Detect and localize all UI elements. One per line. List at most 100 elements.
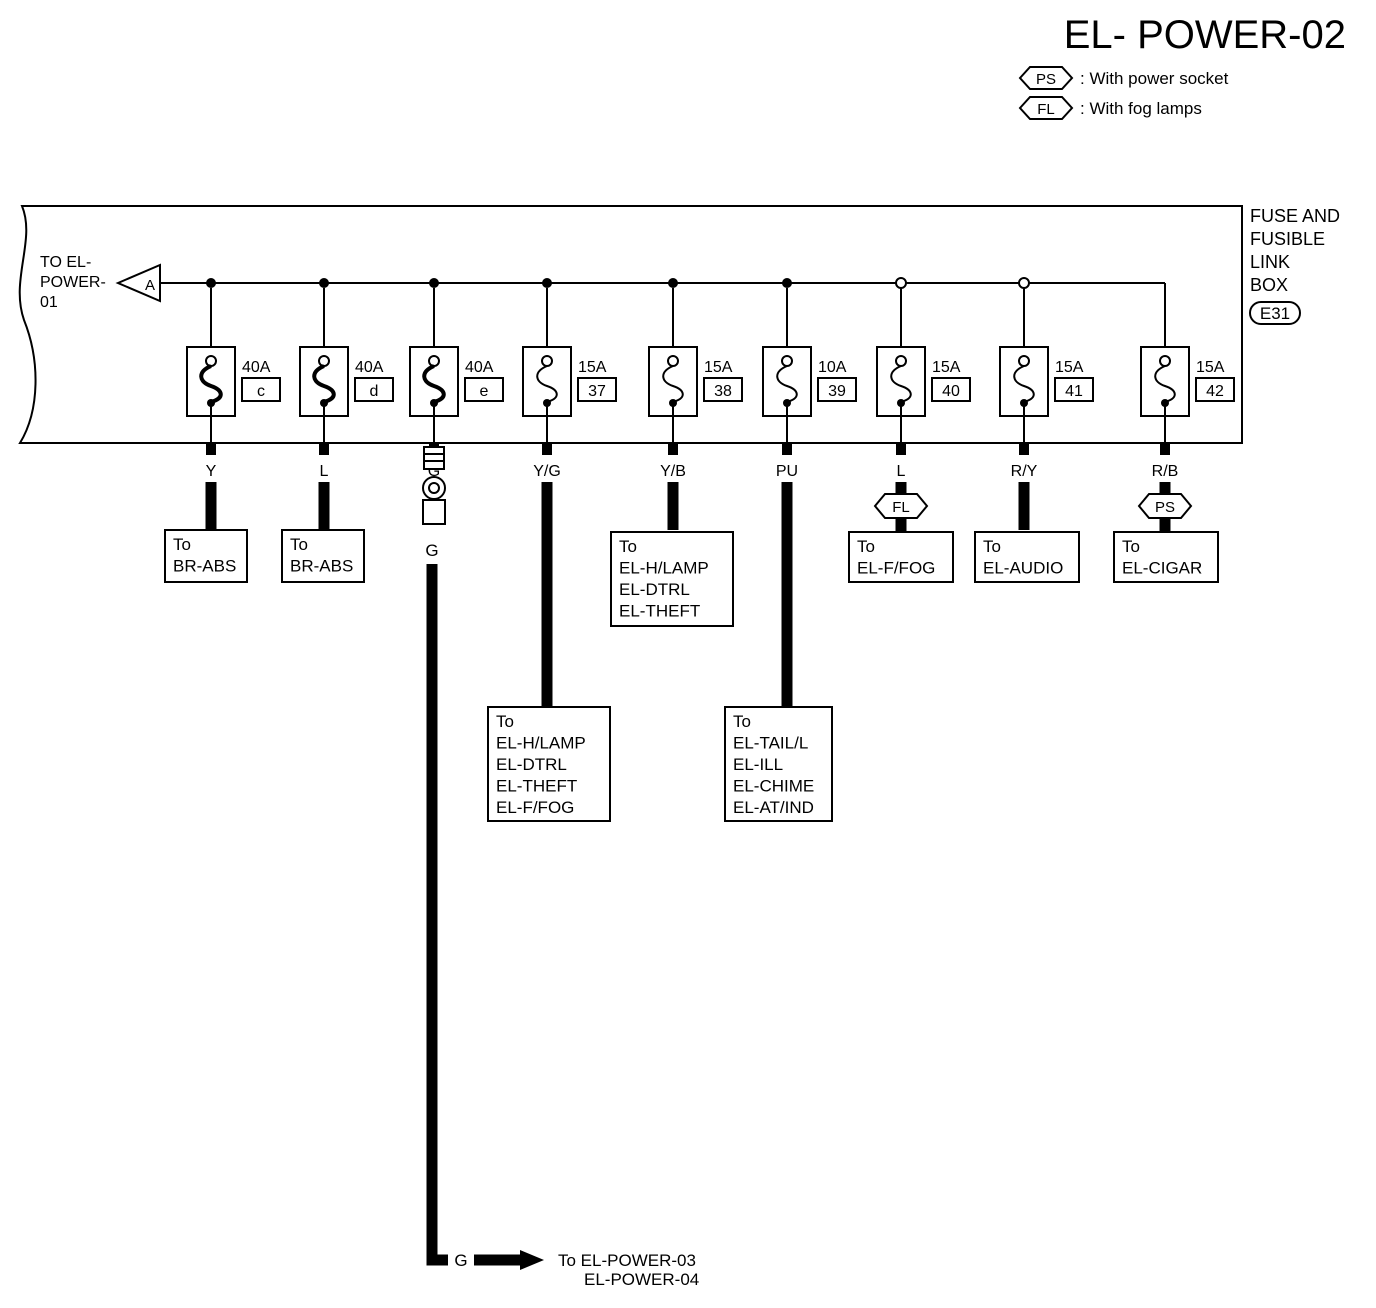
junction-dot: [782, 278, 792, 288]
legend-fl-code: FL: [1037, 101, 1055, 118]
destination-name: EL-THEFT: [496, 777, 577, 796]
fuse-element-icon: [1013, 365, 1035, 403]
fuse-id: d: [370, 383, 379, 400]
fuse-rating: 15A: [704, 359, 733, 376]
destination-prefix: To: [1122, 537, 1140, 556]
fuse-box-label: FUSE AND FUSIBLE LINK BOX E31: [1249, 206, 1340, 325]
option-code: PS: [1155, 499, 1175, 516]
destination-box: [164, 529, 248, 583]
legend-fl: FL : With fog lamps: [1018, 96, 1202, 120]
wire-color-label: L: [897, 463, 906, 480]
destination-name: EL-H/LAMP: [619, 559, 709, 578]
box-label-line-3: LINK: [1250, 252, 1290, 272]
destination-name: EL-TAIL/L: [733, 734, 808, 753]
fuse-terminal-top: [667, 355, 679, 367]
input-connector-id: A: [145, 277, 155, 294]
fuse-rating: 40A: [242, 359, 271, 376]
junction-dot: [429, 278, 439, 288]
box-connector-badge: [1249, 301, 1301, 325]
fuse-rating: 10A: [818, 359, 847, 376]
fuse-element-icon: [312, 364, 336, 404]
destination-name: EL-CIGAR: [1122, 559, 1202, 578]
fuse-terminal-top: [1018, 355, 1030, 367]
destination-prefix: To: [983, 537, 1001, 556]
ground-terminal-icon: [422, 499, 446, 525]
fuse-terminal-top: [1159, 355, 1171, 367]
ground-ring-inner: [428, 482, 440, 494]
wire-color-label: R/B: [1152, 463, 1179, 480]
fuse-id: 38: [714, 383, 732, 400]
fuse-terminal-top: [205, 355, 217, 367]
destination-box: [724, 706, 833, 822]
fuse-terminal-top: [318, 355, 330, 367]
destination-prefix: To: [619, 537, 637, 556]
legend-ps: PS : With power socket: [1018, 66, 1229, 90]
fuse-id-box: [464, 377, 504, 402]
destination-name: EL-H/LAMP: [496, 734, 586, 753]
ground-wire-line: [426, 564, 448, 1266]
fuse-id: e: [480, 383, 489, 400]
fuse-id: 40: [942, 383, 960, 400]
destination-name: EL-AT/IND: [733, 798, 814, 817]
fuse-rating: 15A: [1196, 359, 1225, 376]
fuse-rating: 15A: [932, 359, 961, 376]
junction-dot: [206, 278, 216, 288]
fuse-element-icon: [422, 364, 446, 404]
fuse-terminal-top: [541, 355, 553, 367]
connector-pin: [206, 443, 216, 455]
fuse-37: 15A37Y/GToEL-H/LAMPEL-DTRLEL-THEFTEL-F/F…: [487, 278, 617, 822]
fuse-id-box: [817, 377, 857, 402]
fuse-id-box: [931, 377, 971, 402]
fuse-39: 10A39PUToEL-TAIL/LEL-ILLEL-CHIMEEL-AT/IN…: [724, 278, 857, 822]
ground-dest-line-2: EL-POWER-04: [584, 1270, 699, 1289]
ground-wire-label-bottom: G: [454, 1251, 467, 1270]
fuse-body: [999, 346, 1049, 417]
option-code: FL: [892, 499, 910, 516]
input-label-line-3: 01: [40, 294, 58, 311]
fuse-rating: 40A: [465, 359, 494, 376]
fuse-id-box: [703, 377, 743, 402]
box-label-line-4: BOX: [1250, 275, 1288, 295]
destination-name: EL-F/FOG: [496, 798, 574, 817]
destination-name: BR-ABS: [290, 557, 353, 576]
destination-prefix: To: [496, 712, 514, 731]
fuse-array: 40AcYToBR-ABS40AdLToBR-ABS40AeG15A37Y/GT…: [164, 277, 1235, 822]
fuse-box-outline: [18, 205, 1243, 444]
fuse-id-box: [241, 377, 281, 402]
wire-color-label: PU: [776, 463, 798, 480]
destination-name: EL-DTRL: [496, 755, 567, 774]
ps-option-icon: [1137, 493, 1193, 519]
wire-color-label: Y/B: [660, 463, 686, 480]
fuse-id: 39: [828, 383, 846, 400]
legend-fl-text: : With fog lamps: [1080, 99, 1202, 118]
destination-name: EL-CHIME: [733, 777, 814, 796]
destination-box: [610, 531, 734, 627]
destination-name: EL-ILL: [733, 755, 783, 774]
fuse-id: c: [257, 383, 265, 400]
destination-name: EL-THEFT: [619, 602, 700, 621]
wire-color-label: L: [320, 463, 329, 480]
destination-name: EL-AUDIO: [983, 559, 1063, 578]
destination-box: [1113, 531, 1219, 583]
fuse-id-box: [577, 377, 617, 402]
fuse-element-icon: [536, 365, 558, 403]
fuse-id-box: [1054, 377, 1094, 402]
ground-arrow-icon: [520, 1250, 544, 1270]
fuse-id: 42: [1206, 383, 1224, 400]
box-label-line-1: FUSE AND: [1250, 206, 1340, 226]
fl-option-icon: [873, 493, 929, 519]
connector-pin: [668, 443, 678, 455]
fuse-terminal-top: [895, 355, 907, 367]
wire-color-label: Y/G: [533, 463, 561, 480]
ground-wire: G G To EL-POWER-03 EL-POWER-04: [425, 541, 699, 1289]
legend-ps-code: PS: [1036, 71, 1056, 88]
fuse-rating: 15A: [578, 359, 607, 376]
ps-option-icon: [1018, 66, 1074, 90]
destination-name: EL-F/FOG: [857, 559, 935, 578]
connector-pin: [782, 443, 792, 455]
